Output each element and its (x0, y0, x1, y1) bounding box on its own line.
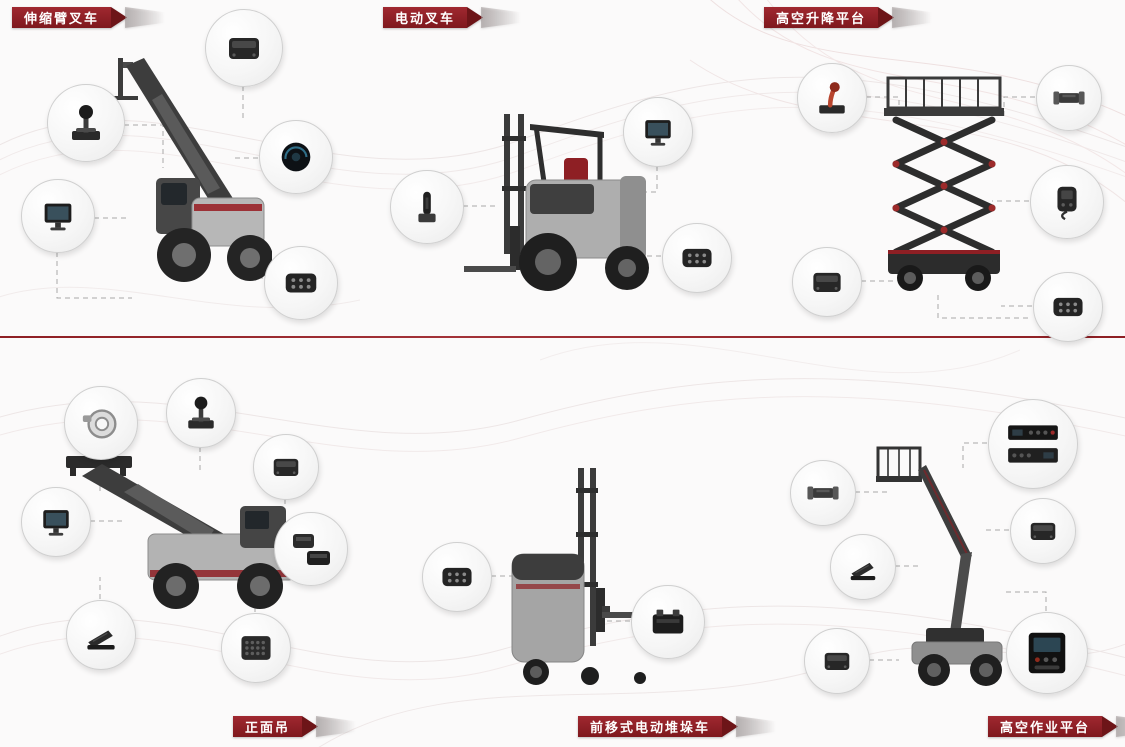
banner-telescopic-boom-forklift: 伸缩臂叉车 (12, 7, 166, 28)
display-unit-icon (645, 120, 671, 146)
boomlift-foot-pedal-circle (830, 534, 896, 600)
reach-stacker-illustration (66, 456, 297, 609)
control-panel-display-icon (1028, 632, 1066, 674)
reachstacker-junction-box-circle (253, 434, 319, 500)
banner-label: 前移式电动堆垛车 (578, 716, 723, 737)
scissorlift-drive-motor-circle (1036, 65, 1102, 131)
banner-arrow-icon (722, 716, 739, 737)
connector-plate-icon (442, 567, 472, 587)
banner-reach-stacker: 正面吊 (233, 716, 357, 737)
telehandler-connector-plate-circle (264, 246, 338, 320)
boomlift-pump-module-circle (804, 628, 870, 694)
battery-module-icon (652, 609, 684, 634)
controller-unit-icon (43, 510, 69, 536)
cable-controller-icon (1056, 185, 1078, 221)
reach-truck-illustration (511, 468, 648, 685)
joystick-icon (72, 105, 100, 140)
round-display-icon (280, 141, 312, 173)
boom-lift-illustration (876, 446, 1003, 686)
controller-unit-icon (44, 203, 72, 231)
foot-pedal-icon (850, 562, 876, 581)
telehandler-round-display-circle (259, 120, 333, 194)
banner-arrow-icon (878, 7, 895, 28)
reachstacker-joystick-circle (166, 378, 236, 448)
banner-label: 正面吊 (233, 716, 303, 737)
pump-module-icon (824, 652, 850, 670)
reachstacker-controller-unit-circle (21, 487, 91, 557)
scissorlift-joystick-circle (797, 63, 867, 133)
bearing-ring-icon (81, 409, 117, 439)
control-lever-icon (418, 191, 436, 223)
banner-tail (316, 716, 357, 737)
boomlift-control-panel-display-circle (1006, 612, 1088, 694)
joystick-icon (812, 78, 852, 118)
boomlift-drive-motor-circle (790, 460, 856, 526)
junction-box-icon (1030, 522, 1056, 540)
banner-label: 伸缩臂叉车 (12, 7, 112, 28)
banner-label: 电动叉车 (383, 7, 468, 28)
banner-arrow-icon (467, 7, 484, 28)
reachstacker-bearing-ring-circle (64, 386, 138, 460)
keypad-panel-icon (241, 636, 271, 660)
section-divider (0, 336, 1125, 338)
control-panels-icon (1008, 425, 1058, 463)
banner-electric-forklift: 电动叉车 (383, 7, 522, 28)
connector-plate-icon (285, 273, 317, 293)
banner-arrow-icon (111, 7, 128, 28)
connector-plate-icon (1053, 297, 1083, 317)
reachstacker-module-pair-circle (274, 512, 348, 586)
banner-tail (1116, 716, 1125, 737)
forklift-display-unit-circle (623, 97, 693, 167)
drive-motor-icon (807, 486, 839, 500)
scissorlift-connector-plate-circle (1033, 272, 1103, 342)
connector-plate-icon (682, 248, 712, 268)
scissorlift-pump-module-circle (792, 247, 862, 317)
reachtruck-battery-module-circle (631, 585, 705, 659)
banner-arrow-icon (1102, 716, 1119, 737)
electric-forklift-illustration (464, 114, 649, 291)
banner-aerial-lifting-platform: 高空升降平台 (764, 7, 933, 28)
boomlift-junction-box-circle (1010, 498, 1076, 564)
banner-label: 高空升降平台 (764, 7, 879, 28)
telehandler-controller-unit-circle (21, 179, 95, 253)
banner-tail (481, 7, 522, 28)
banner-tail (125, 7, 166, 28)
banner-tail (736, 716, 777, 737)
scissorlift-cable-controller-circle (1030, 165, 1104, 239)
banner-tail (892, 7, 933, 28)
drive-motor-icon (1053, 91, 1085, 105)
forklift-connector-plate-circle (662, 223, 732, 293)
telehandler-illustration (102, 58, 272, 282)
junction-box-icon (273, 458, 299, 476)
boomlift-control-panels-circle (988, 399, 1078, 489)
pump-module-icon (813, 272, 841, 292)
reachstacker-keypad-circle (221, 613, 291, 683)
foot-pedal-icon (86, 629, 116, 651)
banner-label: 高空作业平台 (988, 716, 1103, 737)
telehandler-joystick-circle (47, 84, 125, 162)
banner-arrow-icon (302, 716, 319, 737)
banner-aerial-work-platform: 高空作业平台 (988, 716, 1125, 737)
scissor-lift-illustration (884, 76, 1004, 291)
joystick-icon (188, 396, 214, 429)
telehandler-control-module-circle (205, 9, 283, 87)
module-pair-icon (293, 534, 330, 565)
reachtruck-connector-plate-circle (422, 542, 492, 612)
reachstacker-foot-pedal-circle (66, 600, 136, 670)
banner-reach-type-electric-stacker: 前移式电动堆垛车 (578, 716, 777, 737)
control-module-icon (229, 38, 259, 59)
forklift-control-lever-circle (390, 170, 464, 244)
